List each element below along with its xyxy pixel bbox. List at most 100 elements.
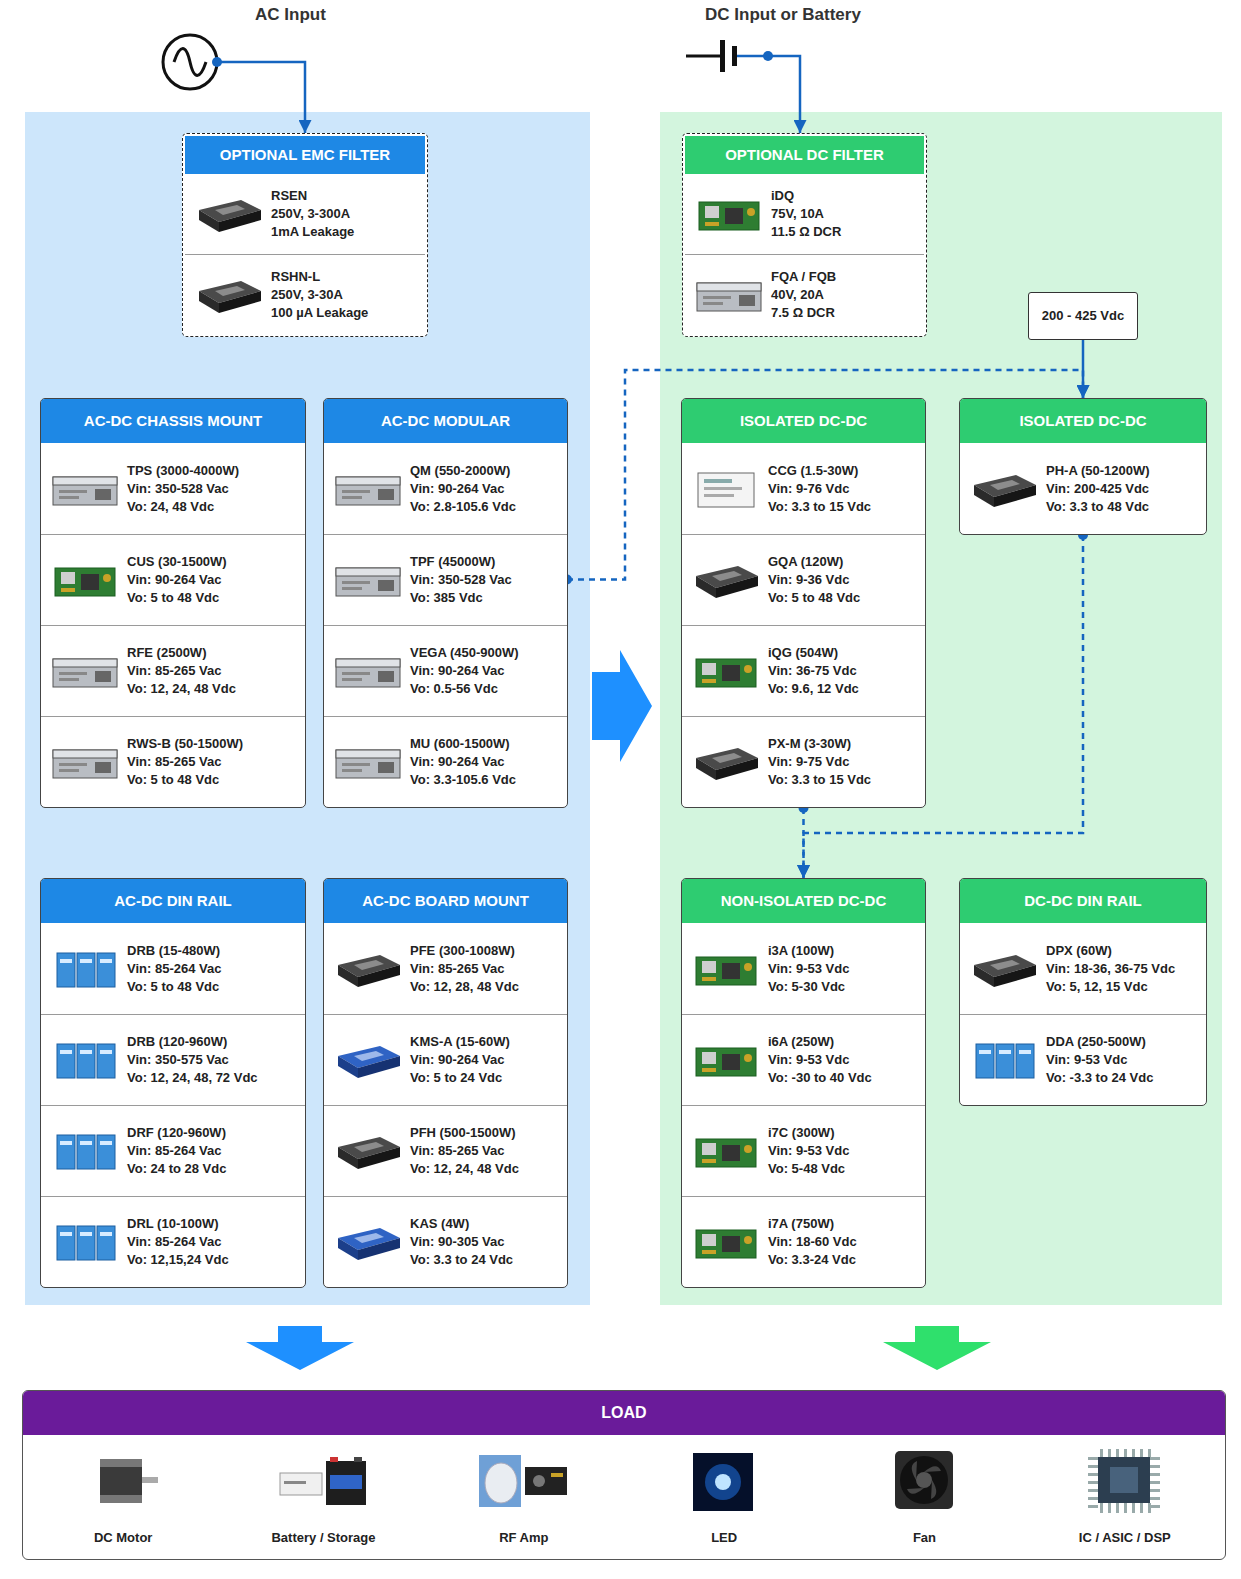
product-spec: PFE (300-1008W) — [410, 942, 561, 960]
product-item: i6A (250W)Vin: 9-53 VdcVo: -30 to 40 Vdc — [682, 1014, 925, 1105]
product-spec: Vin: 9-53 Vdc — [768, 1051, 919, 1069]
load-icon — [278, 1445, 368, 1517]
product-item: GQA (120W)Vin: 9-36 VdcVo: 5 to 48 Vdc — [682, 534, 925, 625]
product-item: TPF (45000W)Vin: 350-528 VacVo: 385 Vdc — [324, 534, 567, 625]
product-spec: Vin: 90-264 Vac — [410, 480, 561, 498]
product-spec: RFE (2500W) — [127, 644, 299, 662]
product-spec: Vo: 5-30 Vdc — [768, 978, 919, 996]
group-box: OPTIONAL DC FILTERiDQ75V, 10A11.5 Ω DCRF… — [682, 133, 927, 337]
product-spec: Vo: 3.3 to 15 Vdc — [768, 771, 919, 789]
load-row: DC MotorBattery / StorageRF AmpLEDFanIC … — [23, 1435, 1225, 1559]
flow-arrow-down — [246, 1326, 354, 1370]
product-item: PFE (300-1008W)Vin: 85-265 VacVo: 12, 28… — [324, 923, 567, 1014]
load-item: Fan — [824, 1435, 1024, 1559]
product-item: MU (600-1500W)Vin: 90-264 VacVo: 3.3-105… — [324, 716, 567, 807]
product-spec: PH-A (50-1200W) — [1046, 462, 1200, 480]
group-header: OPTIONAL DC FILTER — [685, 136, 924, 174]
product-spec: 100 µA Leakage — [271, 304, 419, 322]
product-spec: RSEN — [271, 187, 419, 205]
product-item: iQG (504W)Vin: 36-75 VdcVo: 9.6, 12 Vdc — [682, 625, 925, 716]
product-image — [49, 463, 121, 515]
product-spec: Vo: 5, 12, 15 Vdc — [1046, 978, 1200, 996]
product-spec: Vo: 5-48 Vdc — [768, 1160, 919, 1178]
product-spec: Vin: 85-265 Vac — [127, 662, 299, 680]
product-item: KMS-A (15-60W)Vin: 90-264 VacVo: 5 to 24… — [324, 1014, 567, 1105]
product-item: VEGA (450-900W)Vin: 90-264 VacVo: 0.5-56… — [324, 625, 567, 716]
product-spec: Vo: 5 to 48 Vdc — [127, 978, 299, 996]
product-image — [690, 1216, 762, 1268]
product-spec: i6A (250W) — [768, 1033, 919, 1051]
product-item: PFH (500-1500W)Vin: 85-265 VacVo: 12, 24… — [324, 1105, 567, 1196]
product-item: FQA / FQB40V, 20A7.5 Ω DCR — [685, 254, 924, 334]
product-image — [193, 188, 265, 240]
product-spec: 40V, 20A — [771, 286, 918, 304]
product-spec: Vin: 200-425 Vdc — [1046, 480, 1200, 498]
group-box: AC-DC MODULARQM (550-2000W)Vin: 90-264 V… — [323, 398, 568, 808]
product-spec: Vo: 12,15,24 Vdc — [127, 1251, 299, 1269]
product-item: i7C (300W)Vin: 9-53 VdcVo: 5-48 Vdc — [682, 1105, 925, 1196]
product-image — [49, 1125, 121, 1177]
group-box: AC-DC CHASSIS MOUNTTPS (3000-4000W)Vin: … — [40, 398, 306, 808]
product-item: DRB (15-480W)Vin: 85-264 VacVo: 5 to 48 … — [41, 923, 305, 1014]
product-spec: Vo: 3.3 to 48 Vdc — [1046, 498, 1200, 516]
product-spec: iQG (504W) — [768, 644, 919, 662]
product-spec: CCG (1.5-30W) — [768, 462, 919, 480]
product-spec: 250V, 3-30A — [271, 286, 419, 304]
product-spec: Vin: 90-305 Vac — [410, 1233, 561, 1251]
product-spec: DRB (15-480W) — [127, 942, 299, 960]
product-spec: Vin: 18-36, 36-75 Vdc — [1046, 960, 1200, 978]
product-item: PH-A (50-1200W)Vin: 200-425 VdcVo: 3.3 t… — [960, 443, 1206, 534]
product-item: RFE (2500W)Vin: 85-265 VacVo: 12, 24, 48… — [41, 625, 305, 716]
connector — [1083, 340, 1084, 398]
flow-arrow-down — [883, 1326, 991, 1370]
product-image — [690, 736, 762, 788]
load-label: LED — [711, 1529, 737, 1547]
product-spec: Vin: 9-76 Vdc — [768, 480, 919, 498]
product-image — [690, 1125, 762, 1177]
group-header: NON-ISOLATED DC-DC — [682, 879, 925, 923]
product-image — [49, 1216, 121, 1268]
product-spec: Vo: 12, 24, 48, 72 Vdc — [127, 1069, 299, 1087]
group-header: AC-DC DIN RAIL — [41, 879, 305, 923]
product-spec: 250V, 3-300A — [271, 205, 419, 223]
product-spec: GQA (120W) — [768, 553, 919, 571]
connector-line — [1082, 340, 1085, 398]
product-item: iDQ75V, 10A11.5 Ω DCR — [685, 174, 924, 254]
product-image — [332, 463, 404, 515]
group-header: OPTIONAL EMC FILTER — [185, 136, 425, 174]
product-spec: Vin: 9-53 Vdc — [768, 960, 919, 978]
product-image — [332, 943, 404, 995]
product-spec: Vin: 350-575 Vac — [127, 1051, 299, 1069]
product-spec: Vin: 18-60 Vdc — [768, 1233, 919, 1251]
connector-line — [799, 94, 802, 133]
load-icon — [679, 1445, 769, 1517]
product-spec: RWS-B (50-1500W) — [127, 735, 299, 753]
product-item: DDA (250-500W)Vin: 9-53 VdcVo: -3.3 to 2… — [960, 1014, 1206, 1105]
product-spec: PX-M (3-30W) — [768, 735, 919, 753]
group-box: AC-DC BOARD MOUNTPFE (300-1008W)Vin: 85-… — [323, 878, 568, 1288]
group-box: NON-ISOLATED DC-DCi3A (100W)Vin: 9-53 Vd… — [681, 878, 926, 1288]
product-item: QM (550-2000W)Vin: 90-264 VacVo: 2.8-105… — [324, 443, 567, 534]
product-spec: Vin: 90-264 Vac — [410, 753, 561, 771]
product-image — [690, 645, 762, 697]
product-image — [332, 1216, 404, 1268]
product-spec: Vin: 85-264 Vac — [127, 1142, 299, 1160]
product-item: CUS (30-1500W)Vin: 90-264 VacVo: 5 to 48… — [41, 534, 305, 625]
product-spec: Vin: 85-264 Vac — [127, 960, 299, 978]
product-spec: i3A (100W) — [768, 942, 919, 960]
product-item: DRF (120-960W)Vin: 85-264 VacVo: 24 to 2… — [41, 1105, 305, 1196]
product-image — [332, 1034, 404, 1086]
product-image — [690, 943, 762, 995]
product-spec: Vin: 9-53 Vdc — [768, 1142, 919, 1160]
product-spec: PFH (500-1500W) — [410, 1124, 561, 1142]
product-image — [693, 188, 765, 240]
voltage-label: 200 - 425 Vdc — [1029, 293, 1137, 339]
product-image — [49, 943, 121, 995]
product-spec: DRB (120-960W) — [127, 1033, 299, 1051]
product-spec: Vo: 9.6, 12 Vdc — [768, 680, 919, 698]
product-spec: KAS (4W) — [410, 1215, 561, 1233]
group-box: DC-DC DIN RAILDPX (60W)Vin: 18-36, 36-75… — [959, 878, 1207, 1106]
connector-line — [304, 94, 307, 133]
product-spec: DRF (120-960W) — [127, 1124, 299, 1142]
